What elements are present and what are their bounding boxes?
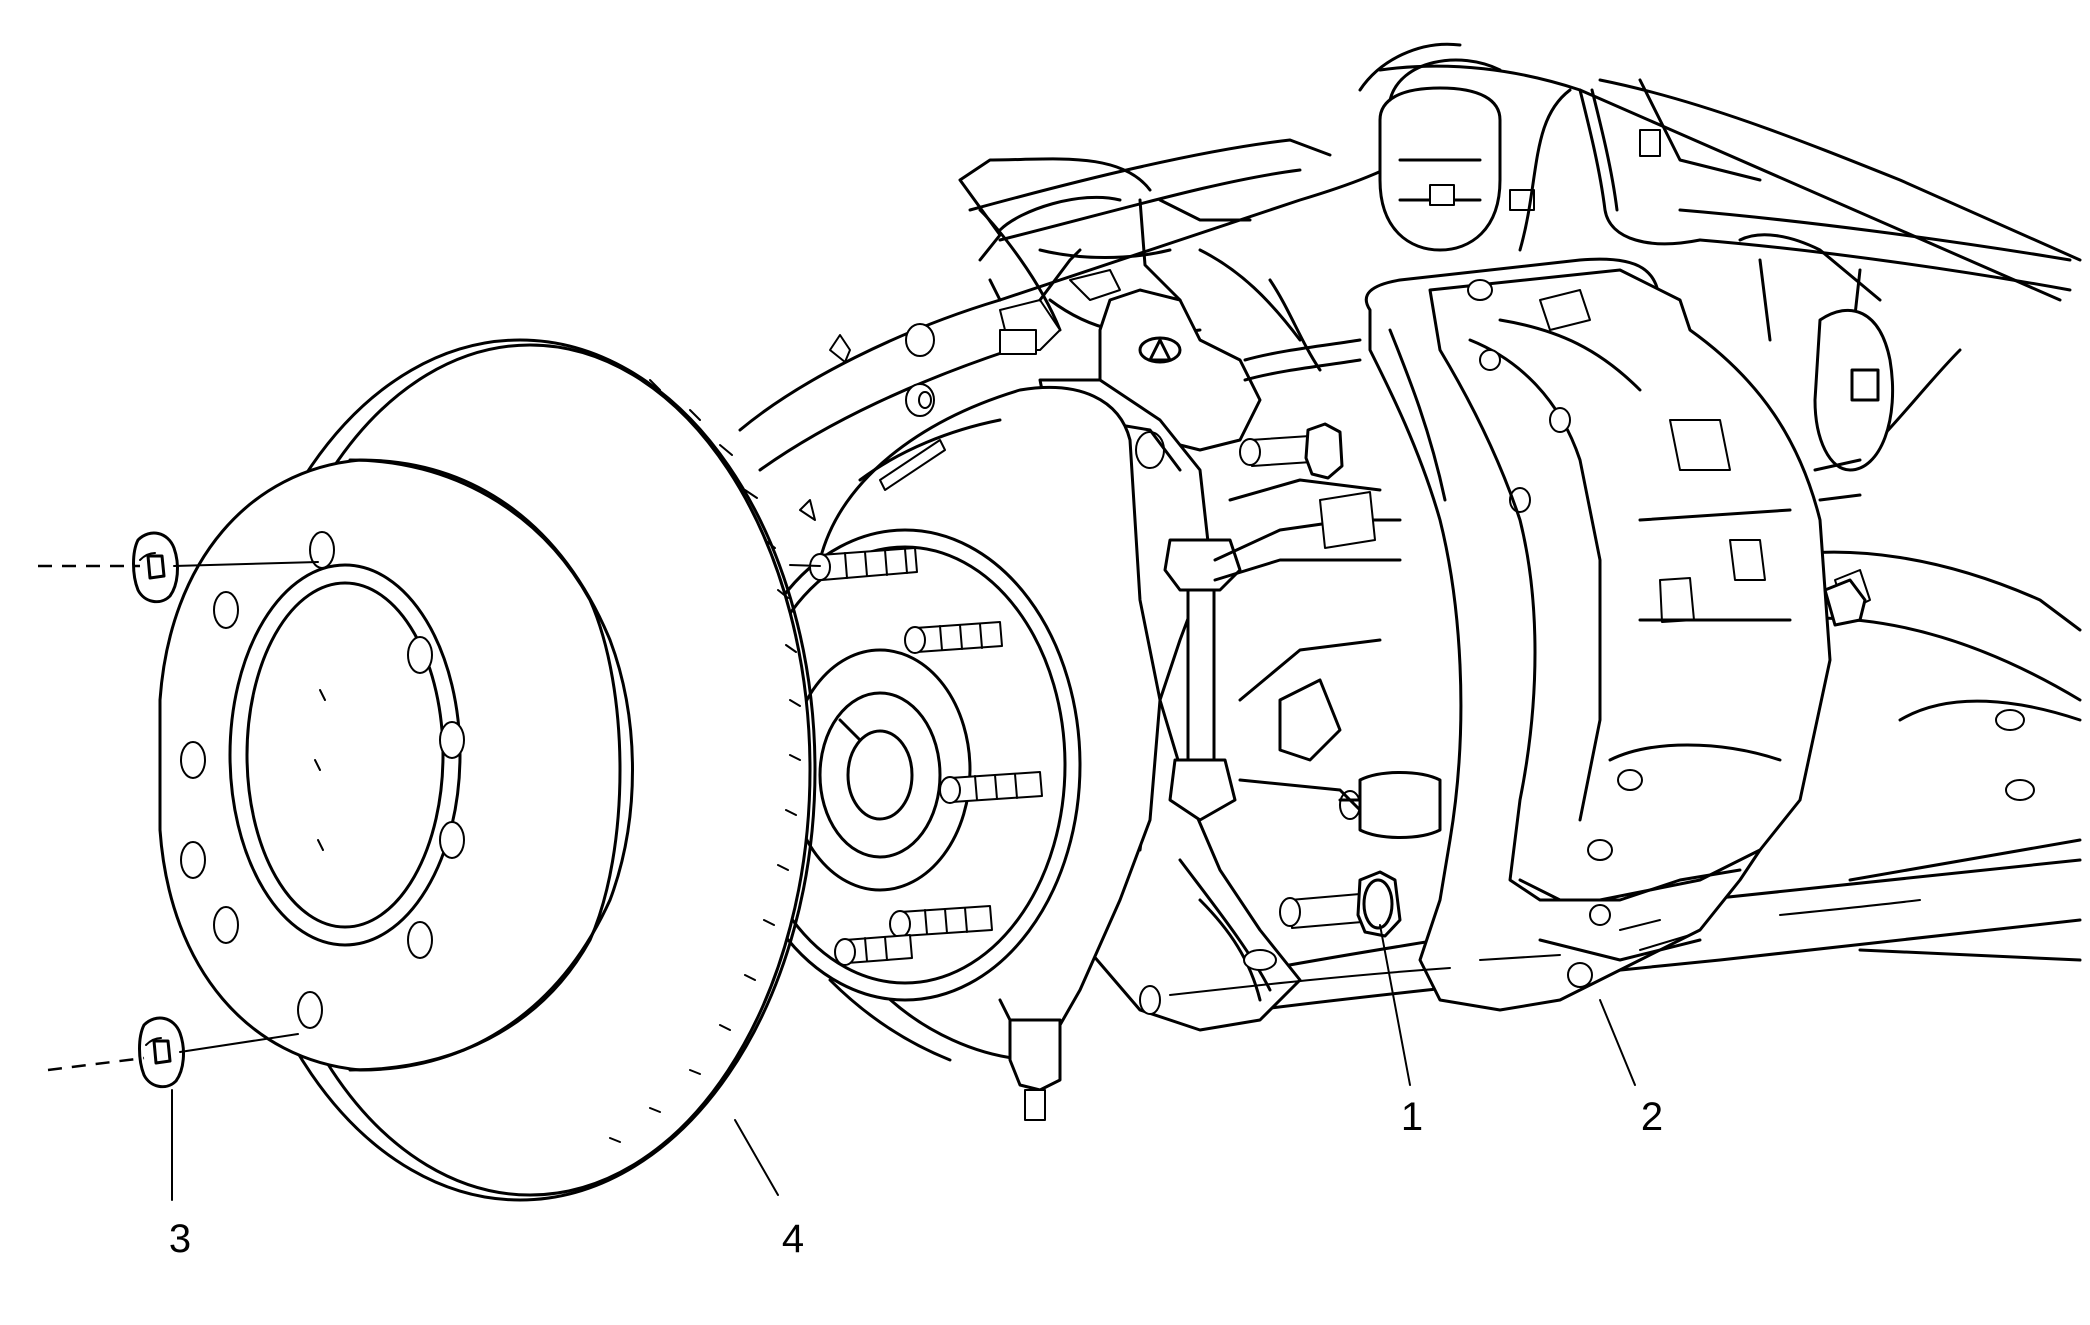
- callout-3: 3: [169, 1217, 191, 1261]
- retainer-lower: [138, 1016, 185, 1089]
- axle-and-frame: [738, 42, 2082, 1022]
- callout-labels: 1 2 3 4: [169, 1095, 1663, 1261]
- callout-2: 2: [1641, 1095, 1663, 1139]
- rotor-retainers: [132, 531, 185, 1089]
- alignment-lines: [38, 561, 1921, 1072]
- brake-caliper: [1364, 257, 1867, 1012]
- leader-line-4: [734, 1119, 779, 1196]
- brake-rotor: [158, 338, 817, 1202]
- leader-line-2: [1599, 999, 1636, 1086]
- callout-4: 4: [782, 1217, 804, 1261]
- wheel-studs: [809, 547, 1043, 966]
- rotor-lug-holes: [180, 531, 465, 1029]
- leader-line-1: [1379, 924, 1411, 1086]
- rotor-vents: [609, 359, 801, 1143]
- caliper-bolt: [1279, 870, 1402, 938]
- retainer-upper: [132, 531, 179, 604]
- leader-lines: [171, 924, 1636, 1201]
- wheel-hub: [728, 528, 1082, 1002]
- upper-caliper-bolt: [1239, 422, 1344, 480]
- callout-1: 1: [1401, 1095, 1423, 1139]
